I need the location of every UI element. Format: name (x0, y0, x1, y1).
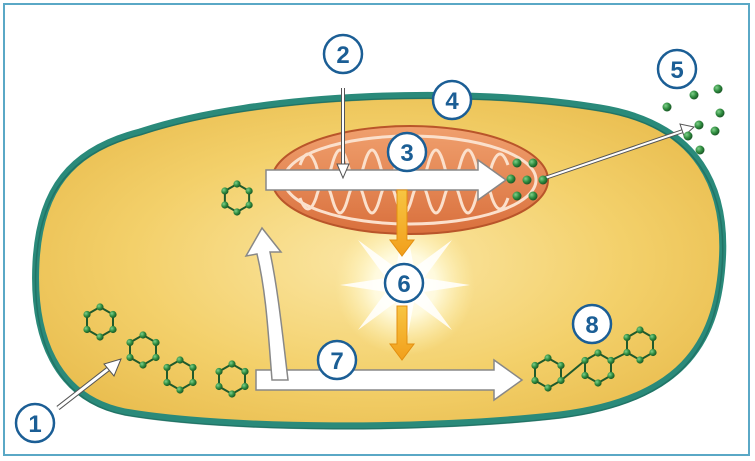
label-4: 4 (431, 79, 473, 121)
dot-icon (512, 158, 522, 168)
hexagon-ring-icon (163, 356, 197, 394)
dot-icon (506, 174, 516, 184)
hexagon-ring-icon (531, 354, 565, 392)
label-3-text: 3 (400, 140, 413, 167)
dot-icon (538, 175, 548, 185)
dot-icon (512, 191, 522, 201)
figure-frame (3, 3, 750, 456)
dot-icon (528, 158, 538, 168)
arrow-thin-exit (544, 123, 696, 180)
arrows (56, 88, 696, 410)
label-1-text: 1 (28, 411, 41, 438)
dot-icon (715, 108, 725, 118)
dot-icon (522, 175, 532, 185)
label-7: 7 (316, 339, 358, 381)
dot-icon (710, 126, 720, 136)
energy-arrow-lower (389, 305, 415, 361)
label-6: 6 (383, 262, 425, 304)
arrow-thin-entry (56, 358, 122, 410)
arrow-through-mitochondrion (265, 158, 508, 202)
dot-icon (683, 131, 693, 141)
label-8: 8 (571, 303, 613, 345)
label-8-text: 8 (585, 312, 598, 339)
small-molecules (506, 84, 725, 201)
hexagon-ring-icon (83, 303, 117, 341)
label-3: 3 (386, 131, 428, 173)
label-7-text: 7 (330, 348, 343, 375)
label-2: 2 (322, 33, 364, 75)
label-2-text: 2 (336, 42, 349, 69)
label-1: 1 (14, 402, 56, 444)
arrow-curved-up (244, 226, 289, 381)
dot-icon (689, 90, 699, 100)
arrow-thin-down (336, 88, 350, 180)
hexagon-ring-icon (221, 180, 253, 216)
energy-arrows (389, 189, 415, 361)
hexagon-ring-icon (623, 326, 657, 364)
label-4-text: 4 (445, 88, 459, 115)
energy-arrow-upper (389, 189, 415, 257)
dot-icon (694, 120, 704, 130)
label-6-text: 6 (397, 271, 410, 298)
cell-membrane-outline (34, 97, 724, 430)
hexagon-ring-icon (581, 349, 615, 387)
ring-molecules (83, 180, 657, 398)
dot-icon (713, 84, 723, 94)
bond-line (560, 359, 586, 382)
dot-icon (528, 191, 538, 201)
dot-icon (695, 145, 705, 155)
label-5: 5 (656, 48, 698, 90)
hexagon-ring-icon (215, 360, 249, 398)
label-5-text: 5 (670, 57, 683, 84)
dot-icon (662, 102, 672, 112)
hexagon-ring-icon (126, 331, 160, 369)
